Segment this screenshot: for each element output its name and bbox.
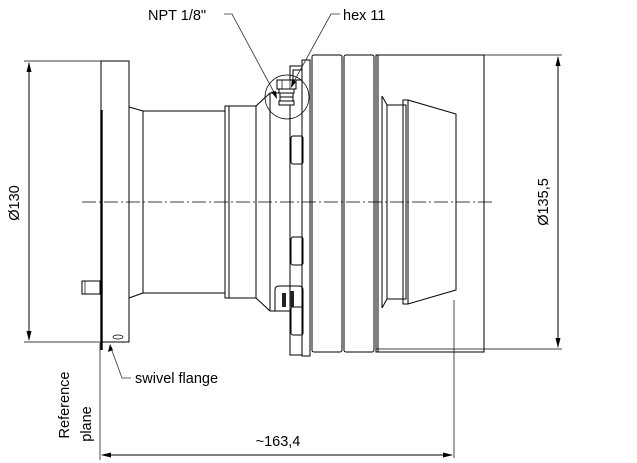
reference-plane-label: Reference plane [57, 372, 95, 442]
fitting-npt-hex [264, 69, 310, 120]
swivel-flange-label: swivel flange [135, 371, 218, 387]
right-diameter-label: Ø135,5 [536, 178, 552, 226]
reference-plane-line2: plane [79, 406, 95, 441]
callout-npt: NPT 1/8" [148, 8, 277, 99]
hex-label: hex 11 [343, 8, 385, 24]
reference-plane-line1: Reference [57, 372, 73, 439]
dimension-left-diameter: Ø130 [7, 60, 103, 343]
callout-hex: hex 11 [291, 8, 385, 88]
swivel-flange [81, 60, 130, 350]
callout-swivel-flange: swivel flange [108, 344, 218, 387]
body [128, 59, 311, 357]
overall-length-label: ~163,4 [256, 434, 301, 450]
dimension-right-diameter: Ø135,5 [376, 54, 562, 350]
left-diameter-label: Ø130 [7, 185, 23, 220]
dimension-overall-length: ~163,4 [99, 300, 455, 460]
npt-label: NPT 1/8" [148, 8, 206, 24]
rotor [311, 54, 485, 353]
